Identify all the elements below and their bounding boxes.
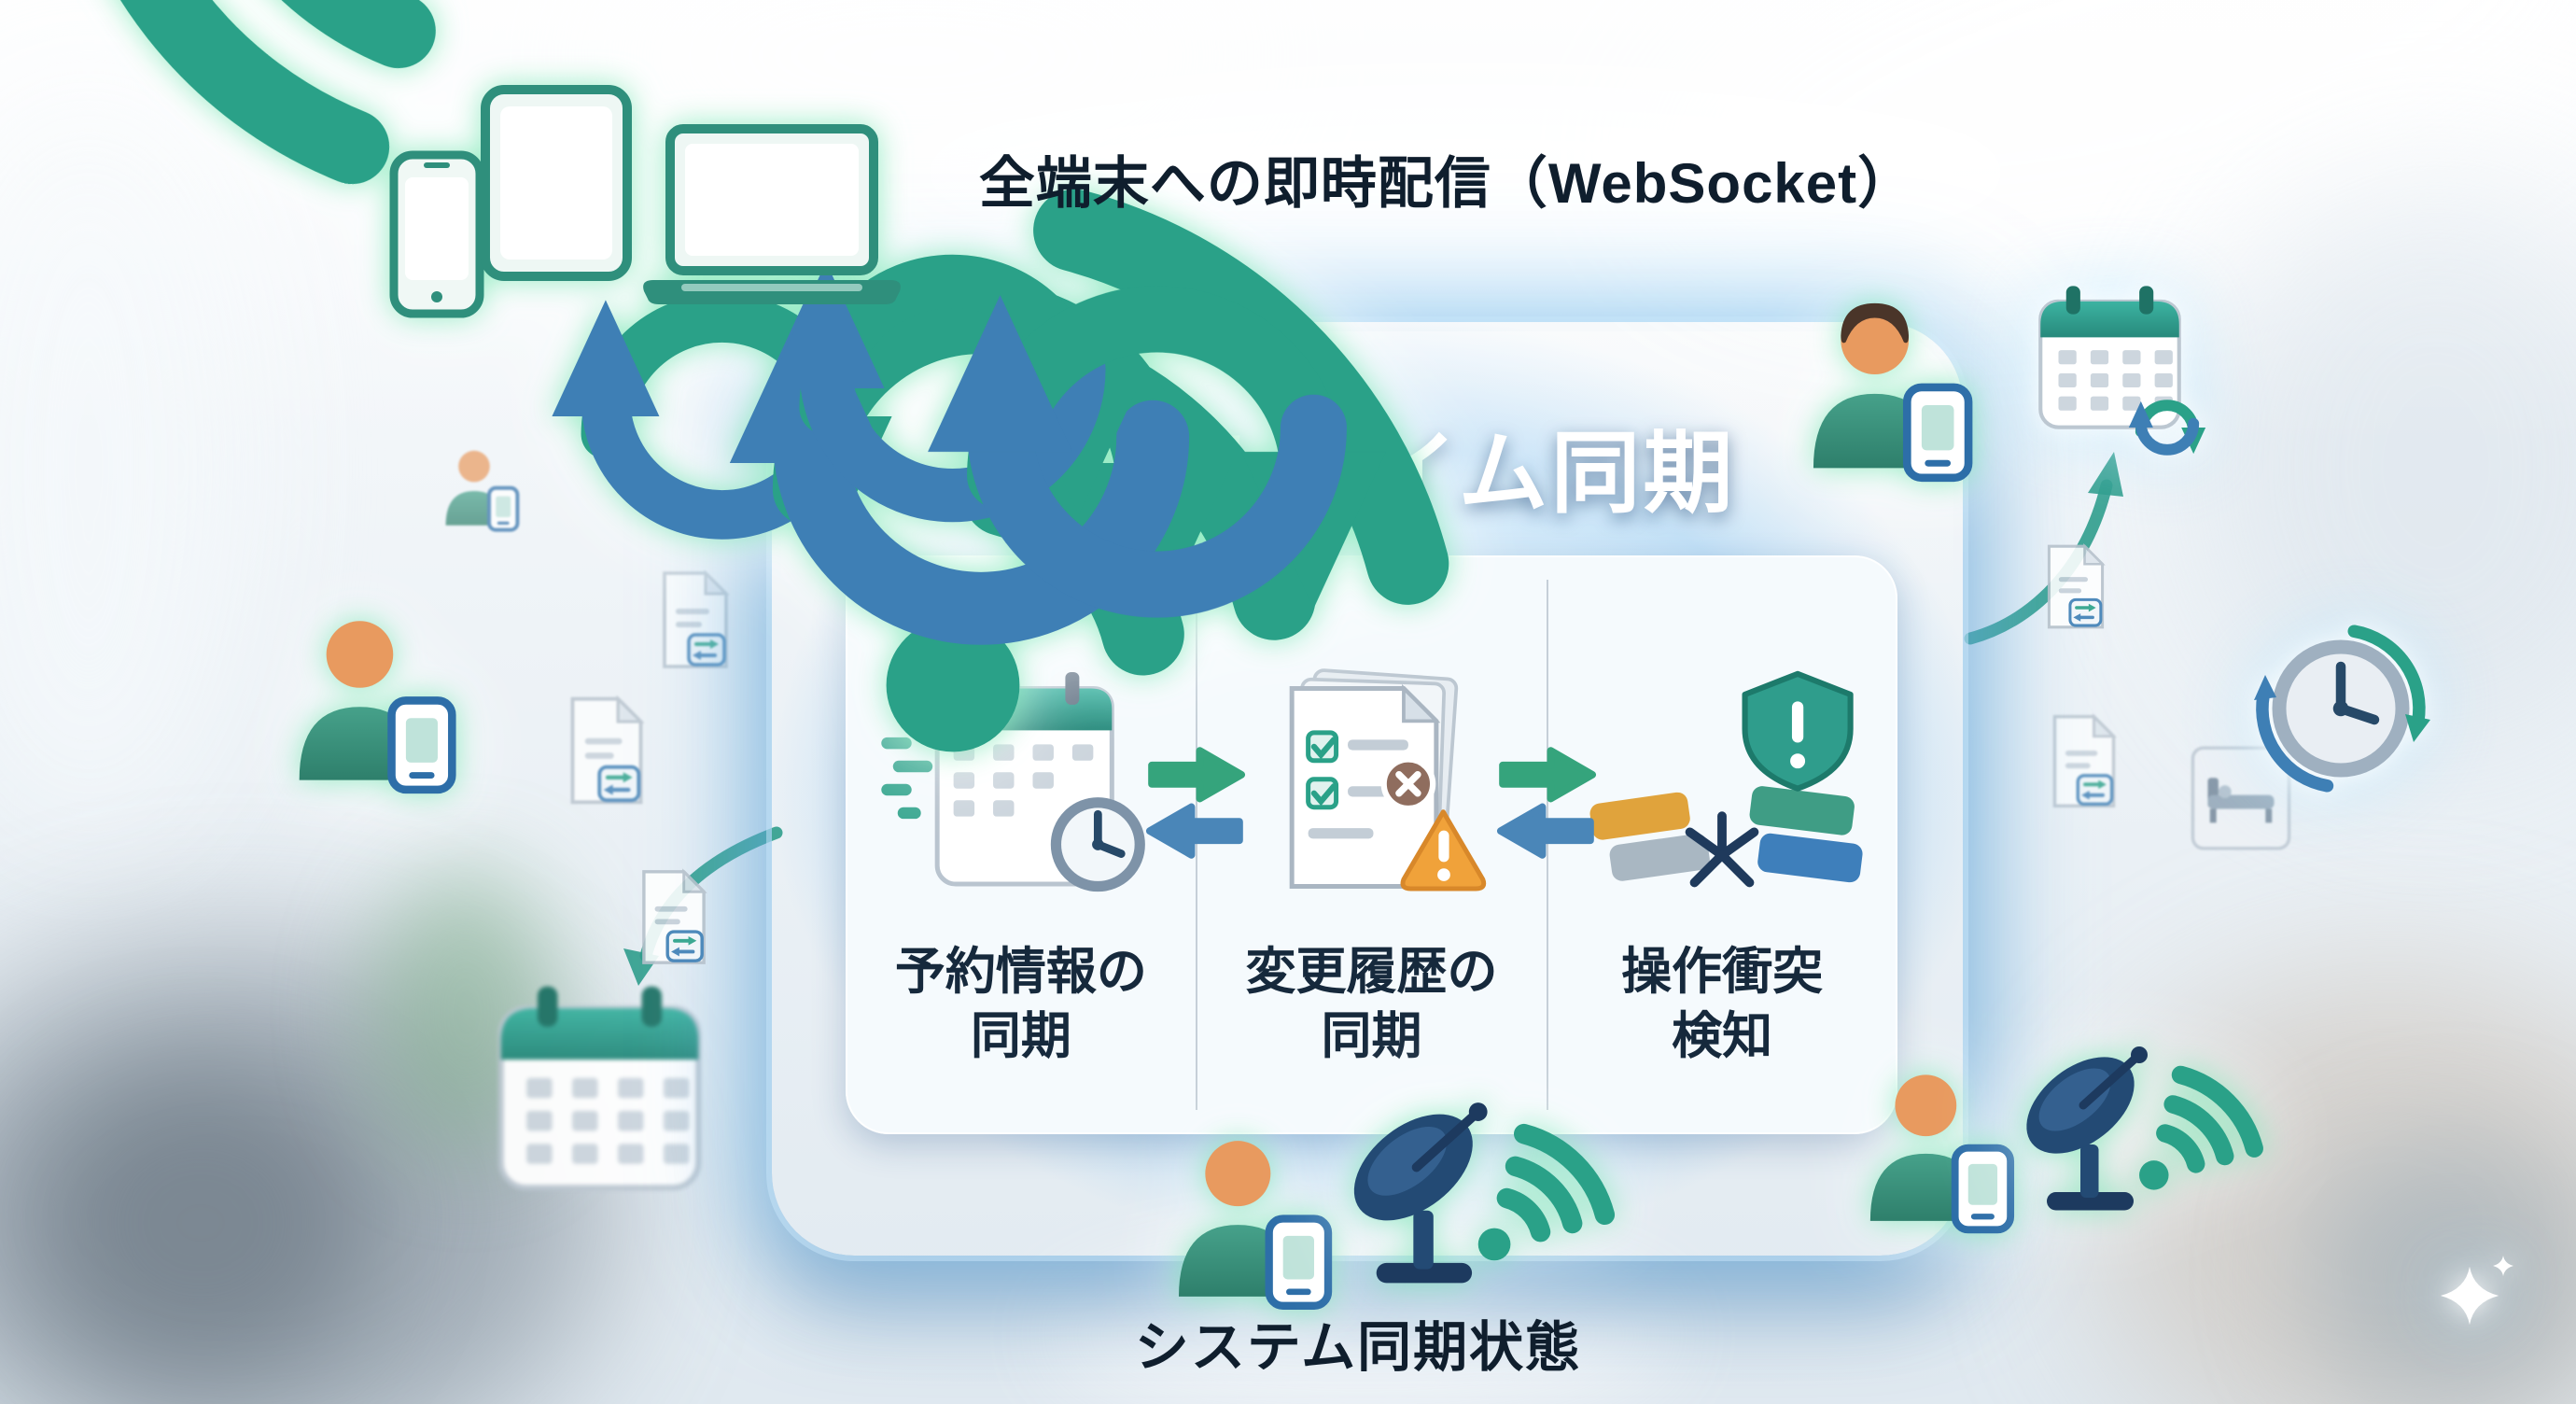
document-sync-icon	[641, 869, 707, 965]
feature-label: 操作衝突 検知	[1621, 944, 1824, 1065]
document-sync-icon	[2047, 544, 2105, 629]
satellite-dish-icon	[2005, 1027, 2187, 1212]
user-phone-icon-top-right	[1794, 297, 1988, 483]
clock-sync-icon	[2254, 625, 2430, 793]
documents-history-warning-icon	[1217, 645, 1525, 925]
sync-arrows-left-pair	[1143, 740, 1248, 865]
multi-device-sync-icon	[373, 17, 915, 390]
top-caption: 全端末への即時配信（WebSocket）	[978, 152, 1915, 215]
bottom-caption: システム同期状態	[1134, 1317, 1582, 1378]
user-phone-icon-bottom-right	[1853, 1066, 2028, 1234]
document-sync-icon	[663, 571, 728, 668]
feature-label: 予約情報の 同期	[894, 944, 1147, 1065]
satellite-dish-icon	[1330, 1081, 1531, 1285]
document-sync-icon	[2052, 714, 2116, 808]
blocks-conflict-shield-icon	[1568, 645, 1876, 925]
sparkle-icon	[2432, 1255, 2516, 1339]
user-phone-icon-left	[280, 611, 471, 794]
panel-divider	[1196, 580, 1197, 1110]
user-icon-small	[443, 448, 520, 532]
feature-label: 変更履歴の 同期	[1245, 944, 1498, 1065]
calendar-icon-large	[490, 976, 709, 1199]
calendar-sync-icon	[2033, 278, 2285, 530]
bottom-caption-glow	[1055, 1260, 1671, 1404]
panel-divider	[1547, 580, 1548, 1110]
sync-arrows-icon	[2119, 379, 2216, 476]
smartphone-sync-icon	[389, 150, 892, 533]
feature-conflict-detection: 操作衝突 検知	[1547, 555, 1897, 1134]
feature-change-history-sync: 変更履歴の 同期	[1197, 555, 1547, 1134]
laptop-sync-icon	[643, 124, 1386, 609]
tablet-sync-icon	[481, 85, 1232, 635]
user-phone-icon-bottom-center	[1160, 1131, 1347, 1311]
sync-arrows-right-pair	[1494, 740, 1599, 865]
document-sync-icon	[560, 693, 653, 808]
